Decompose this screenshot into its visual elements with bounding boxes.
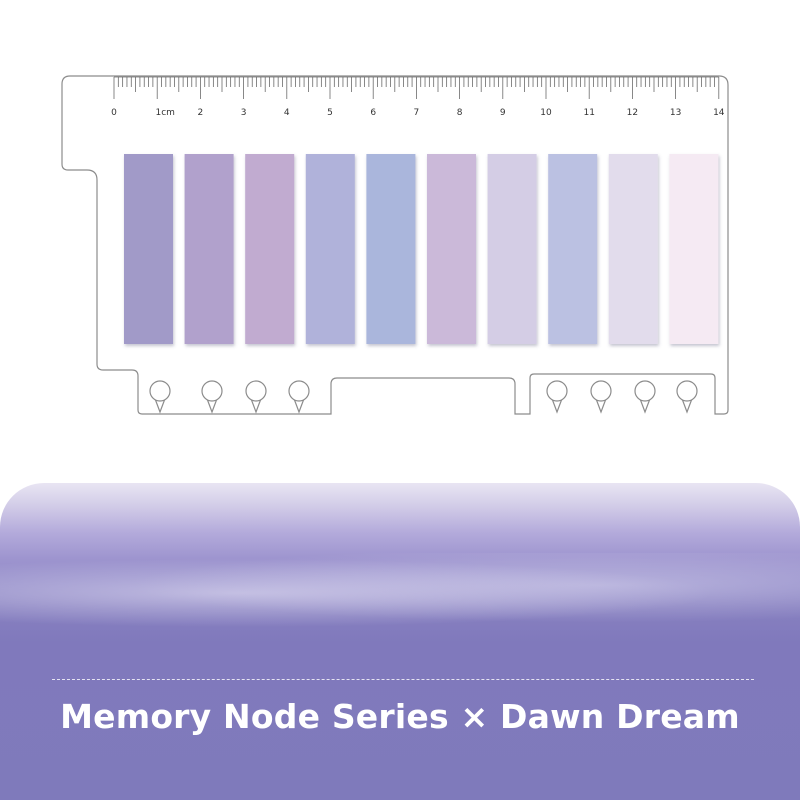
- binder-ring-holes: [149, 380, 698, 414]
- ruler-scale-label: 7: [414, 108, 420, 118]
- ruler-ticks: [113, 76, 720, 99]
- ruler-scale-label: 2: [198, 108, 204, 118]
- tab-ruler-sheet: 0 1cm 2 3 4 5 6 7 8 9 10 11 12 13 14: [61, 75, 729, 415]
- ring-hole: [201, 380, 223, 414]
- ruler-scale-label: 0: [111, 108, 117, 118]
- color-swatch: [245, 154, 295, 344]
- color-swatch: [184, 154, 234, 344]
- color-swatch: [608, 154, 658, 344]
- ruler-scale-label: 13: [670, 108, 681, 118]
- ring-hole: [634, 380, 656, 414]
- dashed-divider: [52, 679, 754, 680]
- color-swatch: [366, 154, 416, 344]
- color-swatch: [669, 154, 719, 344]
- ruler-scale-label: 4: [284, 108, 290, 118]
- ruler-scale-label: 10: [540, 108, 552, 118]
- color-swatch: [124, 154, 173, 344]
- ruler-scale-label: 14: [713, 108, 725, 118]
- color-swatch: [427, 154, 476, 344]
- product-title: Memory Node Series × Dawn Dream: [60, 697, 740, 736]
- ring-hole: [590, 380, 612, 414]
- color-swatch: [487, 154, 537, 344]
- ruler-scale-label: 1cm: [155, 108, 174, 118]
- ruler-scale-label: 6: [370, 108, 376, 118]
- ruler-scale: 0 1cm 2 3 4 5 6 7 8 9 10 11 12 13 14: [111, 108, 725, 118]
- ring-hole: [288, 380, 310, 414]
- ring-hole: [676, 380, 698, 414]
- ring-hole: [546, 380, 568, 414]
- watercolor-haze: [0, 553, 800, 633]
- sticky-tab-swatches: [124, 154, 719, 344]
- ruler-scale-label: 8: [457, 108, 463, 118]
- ruler-scale-label: 12: [627, 108, 638, 118]
- ruler-scale-label: 11: [583, 108, 594, 118]
- ruler-scale-label: 5: [327, 108, 333, 118]
- color-swatch: [305, 154, 355, 344]
- ruler-scale-label: 3: [241, 108, 247, 118]
- ruler-scale-label: 9: [500, 108, 506, 118]
- color-swatch: [548, 154, 598, 344]
- ring-hole: [149, 380, 171, 414]
- caption-banner: Memory Node Series × Dawn Dream: [0, 483, 800, 800]
- ring-hole: [245, 380, 267, 414]
